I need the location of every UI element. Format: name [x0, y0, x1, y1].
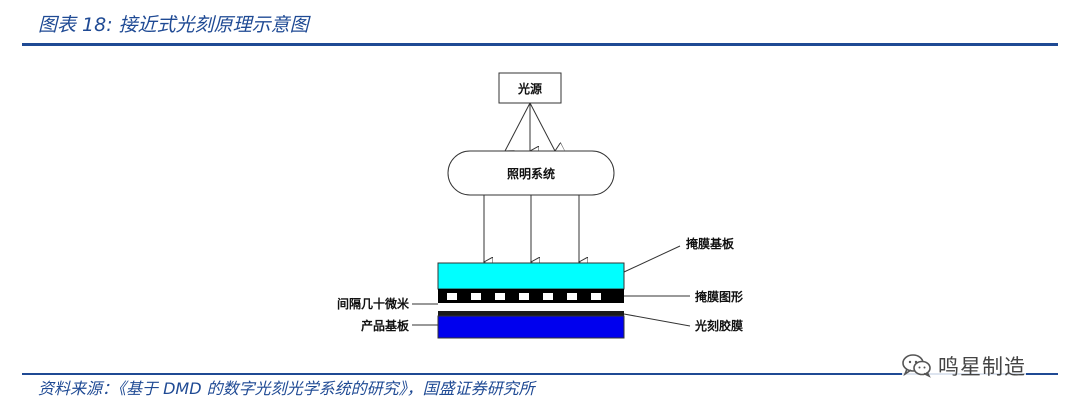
mask-opening: [543, 293, 553, 300]
arrow-source-left: [505, 102, 531, 151]
mask-opening: [591, 293, 601, 300]
mask-substrate: [437, 262, 625, 290]
photoresist-film: [438, 311, 624, 316]
figure-title: 图表 18: 接近式光刻原理示意图: [38, 14, 309, 36]
mask-pattern-label: 掩膜图形: [695, 289, 743, 304]
photoresist-label: 光刻胶膜: [694, 318, 743, 333]
mask-opening: [471, 293, 481, 300]
title-divider: [22, 43, 1058, 46]
mask-opening: [495, 293, 505, 300]
wechat-icon: [902, 354, 931, 378]
watermark: 鸣星制造: [902, 352, 1026, 380]
figure-source: 资料来源：《基于 DMD 的数字光刻光学系统的研究》，国盛证券研究所: [38, 379, 535, 398]
mask-opening: [567, 293, 577, 300]
product-substrate: [437, 315, 625, 339]
mask-pattern-layer: [438, 289, 624, 303]
arrow-source-right: [529, 102, 555, 151]
product-substrate-label: 产品基板: [361, 318, 410, 333]
light-source-box: [498, 72, 562, 104]
source-divider: [22, 373, 1058, 375]
light-source-label: 光源: [517, 81, 542, 96]
mask-opening: [447, 293, 457, 300]
mask-pattern-openings: [447, 293, 601, 300]
mask-substrate-label: 掩膜基板: [686, 236, 735, 251]
leader-mask-substrate: [623, 245, 681, 273]
gap-space: [438, 303, 624, 311]
watermark-text: 鸣星制造: [938, 355, 1026, 379]
leader-photoresist: [623, 313, 691, 327]
illumination-system-label: 照明系统: [507, 166, 555, 181]
mask-opening: [519, 293, 529, 300]
gap-label: 间隔几十微米: [337, 296, 410, 311]
